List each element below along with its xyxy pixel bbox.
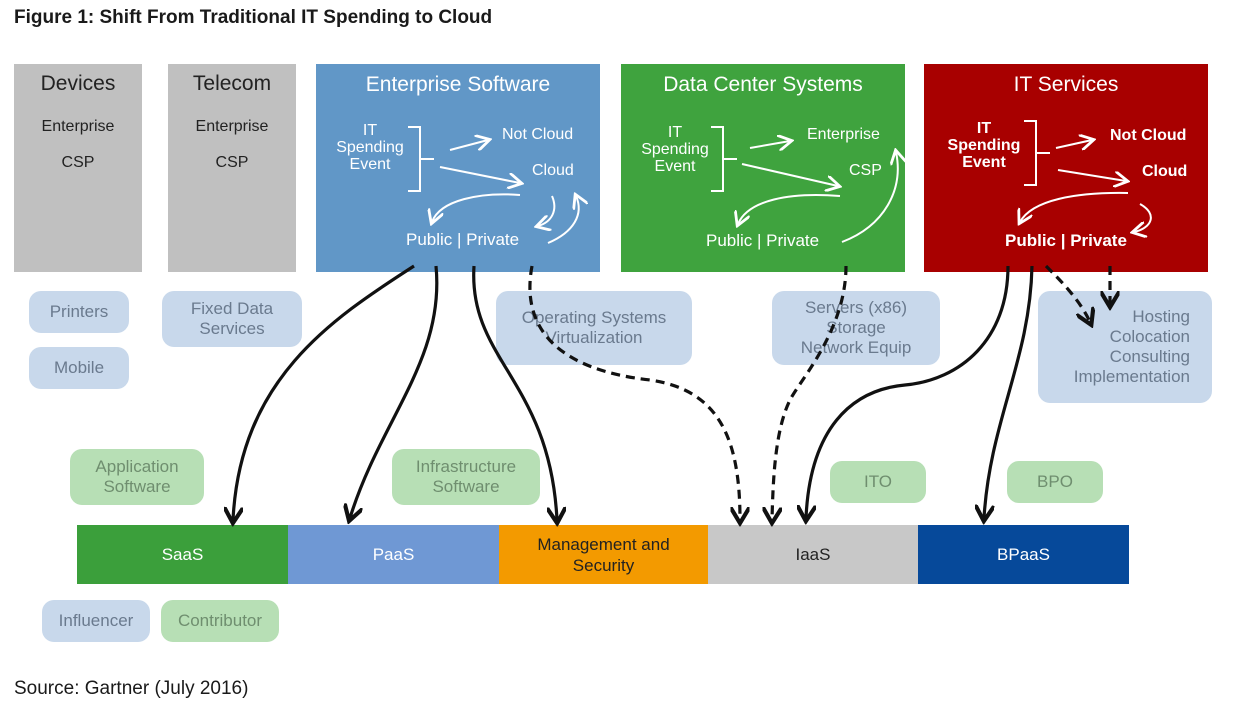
its-cloud: Cloud (1142, 163, 1188, 180)
bpaas-segment: BPaaS (918, 525, 1129, 584)
its-inner-arrows (1020, 120, 1152, 232)
es-not-cloud: Not Cloud (502, 126, 574, 143)
es-cloud: Cloud (532, 162, 574, 179)
its-public-private: Public | Private (1005, 231, 1127, 250)
enterprise-software-box: Enterprise Software IT Spending Event No… (316, 64, 600, 272)
source-note: Source: Gartner (July 2016) (14, 678, 249, 699)
mobile-box: Mobile (29, 347, 129, 389)
solid-arrows (233, 264, 1034, 520)
printers-box: Printers (29, 291, 129, 333)
dc-csp: CSP (849, 162, 882, 179)
enterprise-software-title: Enterprise Software (365, 73, 551, 96)
telecom-box: Telecom Enterprise CSP (168, 64, 296, 272)
influencer-legend: Influencer (42, 600, 150, 642)
telecom-title: Telecom (192, 72, 272, 95)
paas-segment: PaaS (288, 525, 499, 584)
es-it-event: IT Spending Event (336, 122, 404, 173)
dc-it-event: IT Spending Event (641, 124, 709, 175)
its-it-event: IT Spending Event (947, 120, 1021, 171)
ito-box: ITO (830, 461, 926, 503)
dashed-arrows (528, 264, 1110, 520)
bpo-box: BPO (1007, 461, 1103, 503)
figure-title: Figure 1: Shift From Traditional IT Spen… (14, 7, 493, 28)
devices-csp: CSP (61, 154, 95, 171)
dc-enterprise: Enterprise (807, 126, 880, 143)
it-services-title: IT Services (1013, 73, 1119, 96)
telecom-csp: CSP (215, 154, 249, 171)
its-not-cloud: Not Cloud (1110, 127, 1187, 144)
contributor-legend: Contributor (161, 600, 279, 642)
devices-title: Devices (40, 72, 116, 95)
saas-segment: SaaS (77, 525, 288, 584)
dc-inner-arrows (711, 126, 898, 243)
es-inner-arrows (408, 126, 579, 244)
devices-box: Devices Enterprise CSP (14, 64, 142, 272)
it-services-box: IT Services IT Spending Event Not Cloud … (924, 64, 1208, 272)
telecom-enterprise: Enterprise (195, 118, 269, 135)
es-public-private: Public | Private (406, 230, 520, 249)
data-center-title: Data Center Systems (663, 73, 863, 96)
dc-public-private: Public | Private (706, 231, 820, 250)
devices-enterprise: Enterprise (41, 118, 115, 135)
iaas-segment: IaaS (708, 525, 918, 584)
